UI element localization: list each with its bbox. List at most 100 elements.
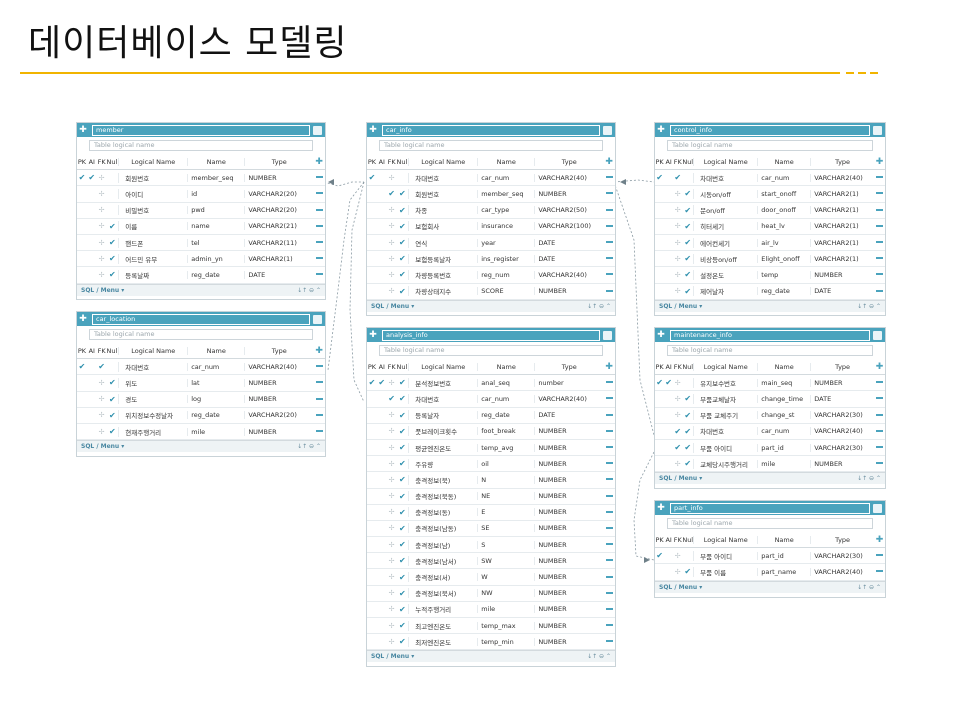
cell-name[interactable]: admin_yn — [187, 254, 244, 263]
cell-ai[interactable]: ✔ — [377, 378, 387, 387]
add-table-icon[interactable]: ✚ — [79, 314, 87, 324]
add-column-icon[interactable]: ✚ — [875, 361, 884, 372]
cell-type[interactable]: NUMBER — [534, 573, 603, 582]
cell-type[interactable]: VARCHAR2(1) — [810, 254, 874, 263]
cell-name[interactable]: car_num — [757, 427, 810, 436]
cell-name[interactable]: N — [477, 475, 534, 484]
cell-type[interactable]: NUMBER — [534, 189, 603, 198]
cell-nn[interactable]: ✔ — [682, 394, 693, 403]
footer-tools-icons[interactable]: ↓↑ ⊖ ⌃ — [857, 475, 881, 483]
cell-fk[interactable]: ✔ — [97, 362, 107, 371]
cell-fk[interactable]: ✢ — [673, 552, 682, 560]
cell-name[interactable]: part_name — [757, 567, 810, 576]
cell-fk[interactable]: ✢ — [387, 622, 397, 630]
cell-name[interactable]: SCORE — [477, 287, 534, 296]
cell-type[interactable]: NUMBER — [534, 443, 603, 452]
remove-column-button[interactable] — [603, 426, 615, 436]
cell-name[interactable]: log — [187, 395, 244, 404]
remove-column-button[interactable] — [313, 173, 325, 183]
add-column-icon[interactable]: ✚ — [605, 361, 613, 372]
cell-name[interactable]: SE — [477, 524, 534, 533]
footer-tools-icons[interactable]: ↓↑ ⊖ ⌃ — [587, 302, 611, 310]
cell-fk[interactable]: ✢ — [387, 492, 397, 500]
cell-type[interactable]: VARCHAR2(30) — [810, 551, 874, 560]
cell-type[interactable]: VARCHAR2(20) — [244, 206, 313, 215]
cell-logical-name[interactable]: 히터세기 — [693, 221, 757, 232]
cell-logical-name[interactable]: 제어날자 — [693, 286, 757, 297]
cell-name[interactable]: NE — [477, 492, 534, 501]
cell-logical-name[interactable]: 보험등록날자 — [408, 253, 477, 264]
cell-name[interactable]: part_id — [757, 443, 810, 452]
remove-column-button[interactable] — [874, 238, 885, 248]
cell-nn[interactable]: ✔ — [396, 238, 408, 247]
cell-logical-name[interactable]: 차대번호 — [693, 172, 757, 183]
cell-nn[interactable]: ✔ — [396, 206, 408, 215]
trash-icon[interactable] — [873, 503, 882, 513]
cell-fk[interactable]: ✢ — [97, 379, 107, 387]
cell-pk[interactable]: ✔ — [655, 378, 664, 387]
cell-type[interactable]: VARCHAR2(1) — [810, 222, 874, 231]
add-table-icon[interactable]: ✚ — [369, 125, 377, 135]
cell-fk[interactable]: ✢ — [673, 411, 682, 419]
cell-type[interactable]: NUMBER — [244, 173, 313, 182]
cell-logical-name[interactable]: 충격정보(북) — [408, 474, 477, 485]
cell-logical-name[interactable]: 핸드폰 — [118, 237, 187, 248]
cell-nn[interactable]: ✔ — [106, 222, 118, 231]
remove-column-button[interactable] — [313, 410, 325, 420]
cell-fk[interactable]: ✢ — [97, 222, 107, 230]
add-table-icon[interactable]: ✚ — [79, 125, 87, 135]
cell-name[interactable]: SW — [477, 556, 534, 565]
cell-fk[interactable]: ✢ — [673, 271, 682, 279]
cell-nn[interactable]: ✔ — [396, 254, 408, 263]
remove-column-button[interactable] — [313, 254, 325, 264]
cell-type[interactable]: NUMBER — [534, 540, 603, 549]
remove-column-button[interactable] — [874, 551, 885, 561]
cell-type[interactable]: VARCHAR2(20) — [244, 189, 313, 198]
cell-fk[interactable]: ✢ — [387, 476, 397, 484]
cell-fk[interactable]: ✢ — [97, 206, 107, 214]
cell-logical-name[interactable]: 차량상태지수 — [408, 286, 477, 297]
cell-type[interactable]: VARCHAR2(30) — [810, 443, 874, 452]
cell-logical-name[interactable]: 최고엔진온도 — [408, 620, 477, 631]
remove-column-button[interactable] — [313, 394, 325, 404]
table-logical-name-input[interactable]: Table logical name — [89, 140, 313, 151]
cell-nn[interactable]: ✔ — [396, 589, 408, 598]
cell-name[interactable]: reg_date — [757, 287, 810, 296]
cell-nn[interactable]: ✔ — [396, 427, 408, 436]
cell-nn[interactable]: ✔ — [106, 254, 118, 263]
cell-pk[interactable]: ✔ — [367, 378, 377, 387]
cell-name[interactable]: name — [187, 222, 244, 231]
add-column-icon[interactable]: ✚ — [875, 156, 884, 167]
cell-fk[interactable]: ✢ — [673, 395, 682, 403]
cell-nn[interactable]: ✔ — [396, 605, 408, 614]
cell-nn[interactable]: ✔ — [396, 621, 408, 630]
cell-fk[interactable]: ✢ — [97, 271, 107, 279]
trash-icon[interactable] — [313, 314, 322, 324]
remove-column-button[interactable] — [603, 523, 615, 533]
cell-nn[interactable]: ✔ — [106, 378, 118, 387]
cell-logical-name[interactable]: 평균엔진온도 — [408, 442, 477, 453]
cell-fk[interactable]: ✢ — [387, 379, 397, 387]
cell-name[interactable]: year — [477, 238, 534, 247]
cell-name[interactable]: change_st — [757, 411, 810, 420]
cell-pk[interactable]: ✔ — [77, 362, 87, 371]
cell-logical-name[interactable]: 부품 아이디 — [693, 550, 757, 561]
cell-logical-name[interactable]: 유지보수번호 — [693, 377, 757, 388]
remove-column-button[interactable] — [603, 459, 615, 469]
remove-column-button[interactable] — [874, 270, 885, 280]
add-table-icon[interactable]: ✚ — [369, 330, 377, 340]
